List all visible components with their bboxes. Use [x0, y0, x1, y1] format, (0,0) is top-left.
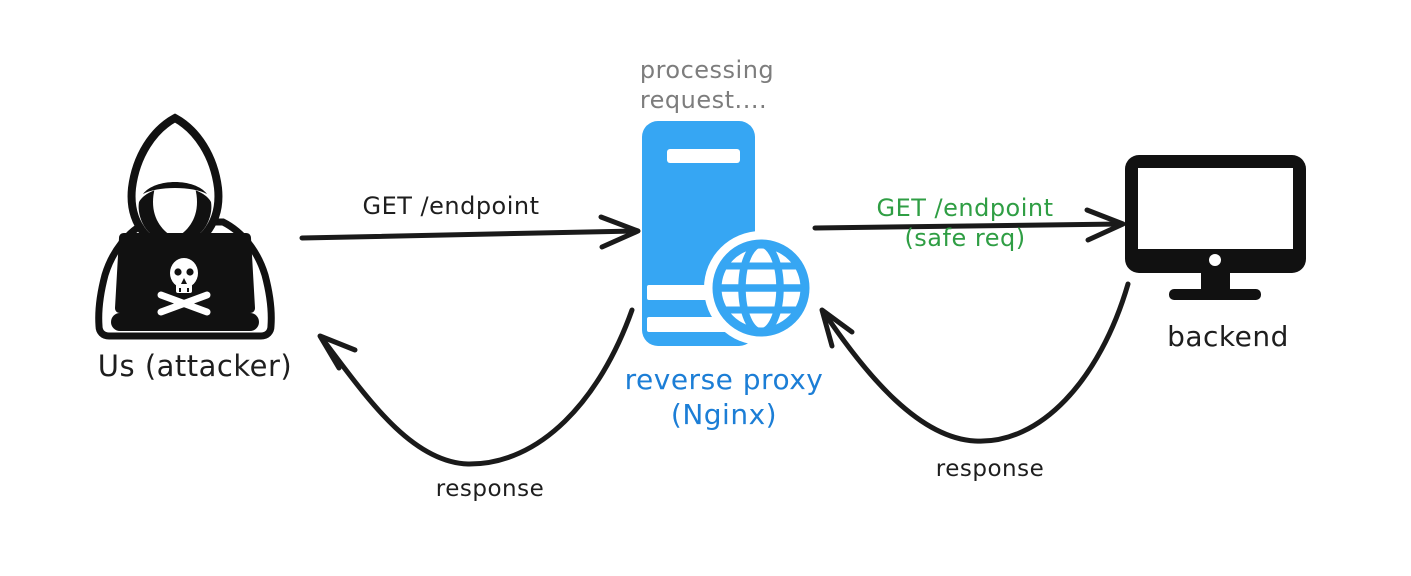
response-label-left: response	[435, 476, 545, 502]
response-label-right: response	[935, 456, 1045, 482]
backend-node-label: backend	[1167, 320, 1289, 353]
hacker-laptop-skull-icon	[95, 113, 275, 340]
hood-crease	[143, 182, 207, 194]
arrow-attacker-to-proxy	[299, 214, 641, 250]
edge-label-attacker-to-proxy: GET /endpoint	[362, 192, 540, 220]
arrow-proxy-to-backend	[812, 207, 1126, 243]
globe-icon	[704, 231, 818, 345]
edge-label-proxy-to-backend-line2: (safe req)	[904, 224, 1026, 252]
monitor-power-dot	[1209, 254, 1221, 266]
proxy-status-line2: request....	[639, 86, 768, 114]
attacker-node-label: Us (attacker)	[97, 349, 293, 383]
laptop-base	[111, 313, 259, 331]
proxy-node-label-line2: (Nginx)	[670, 398, 778, 431]
server-globe-icon	[642, 121, 818, 346]
proxy-node-label-line1: reverse proxy	[624, 363, 824, 396]
edge-label-proxy-to-backend-line1: GET /endpoint	[876, 194, 1054, 222]
skull-crossbones-icon	[157, 258, 211, 316]
proxy-status-line1: processing	[639, 56, 775, 84]
arrow-response-to-attacker	[317, 307, 635, 467]
monitor-screen	[1138, 168, 1293, 249]
monitor-icon	[1125, 155, 1306, 300]
edge-label-proxy-to-backend: GET /endpoint (safe req)	[876, 193, 1053, 253]
monitor-stand	[1201, 273, 1230, 290]
monitor-base	[1169, 289, 1261, 300]
arrow-response-to-proxy	[819, 281, 1131, 444]
hacker-face	[153, 156, 197, 238]
proxy-node-label: reverse proxy (Nginx)	[625, 362, 824, 432]
proxy-status-text: processing request....	[640, 55, 774, 115]
